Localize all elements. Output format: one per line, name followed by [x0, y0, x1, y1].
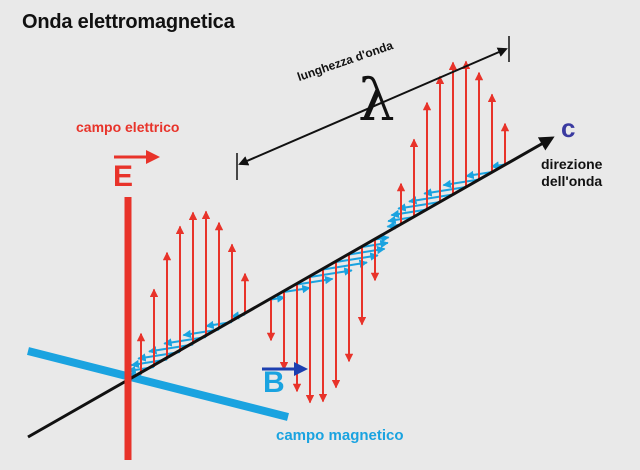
magnetic-field-axis — [27, 347, 289, 421]
wave-direction-label: direzione dell'onda — [541, 156, 602, 190]
electric-field-symbol: E — [113, 160, 134, 193]
lambda-symbol: λ — [358, 66, 395, 134]
speed-of-light-symbol: c — [561, 113, 576, 143]
magnetic-vector-arrow — [348, 245, 386, 256]
vector-arrow-icon — [114, 150, 160, 164]
magnetic-field-label: campo magnetico — [276, 427, 404, 444]
magnetic-vector-arrow — [442, 178, 480, 189]
electric-field-vectors — [136, 60, 510, 404]
vector-arrow-icon — [262, 362, 308, 376]
magnetic-field-symbol: B — [263, 366, 285, 399]
magnetic-vector-arrow — [322, 259, 368, 271]
magnetic-vector-arrow — [309, 267, 353, 278]
wave-direction-line-1: direzione — [541, 156, 603, 172]
magnetic-vector-arrow — [270, 294, 286, 303]
wave-direction-line-2: dell'onda — [541, 173, 603, 189]
propagation-axis — [27, 136, 555, 439]
page-title: Onda elettromagnetica — [22, 11, 235, 33]
magnetic-vector-arrow — [296, 275, 334, 286]
magnetic-vector-arrow — [397, 201, 441, 212]
magnetic-vector-arrow — [423, 186, 467, 197]
wavelength-arrow — [238, 47, 508, 166]
magnetic-vector-arrow — [390, 208, 428, 219]
electric-field-label: campo elettrico — [76, 119, 180, 135]
magnetic-vector-arrow — [335, 252, 379, 263]
magnetic-vector-arrow — [408, 193, 454, 205]
